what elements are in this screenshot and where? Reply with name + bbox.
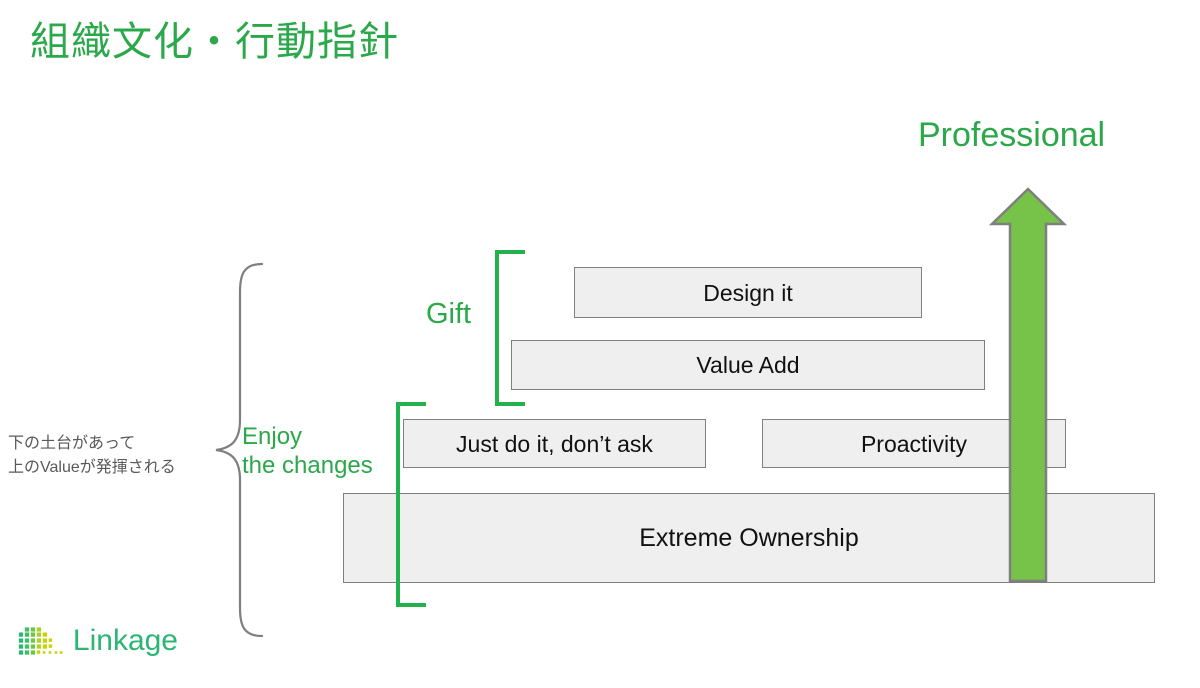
value-box-value-add: Value Add (511, 340, 985, 390)
value-box-design-it: Design it (574, 267, 922, 318)
group-label-enjoy-line-1: Enjoy (242, 423, 303, 450)
group-label-enjoy-the-changes: Enjoy the changes (242, 422, 373, 480)
bracket-gift (495, 250, 525, 406)
foundation-note-line-2: 上のValueが発揮される (8, 459, 176, 476)
value-box-label: Proactivity (860, 430, 968, 457)
value-box-just-do-it: Just do it, don’t ask (403, 419, 706, 468)
foundation-note: 下の土台があって 上のValueが発揮される (8, 432, 176, 480)
value-box-label: Extreme Ownership (639, 524, 859, 552)
group-label-enjoy-line-2: the changes (242, 452, 373, 479)
foundation-note-line-1: 下の土台があって (8, 435, 136, 452)
page-title: 組織文化・行動指針 (30, 20, 399, 64)
professional-label: Professional (918, 116, 1106, 154)
value-box-label: Just do it, don’t ask (456, 430, 653, 457)
bracket-enjoy-the-changes (396, 402, 426, 607)
logo: Linkage (18, 618, 178, 664)
value-box-label: Design it (703, 279, 793, 306)
curly-brace-icon (196, 260, 266, 640)
group-label-gift: Gift (426, 298, 472, 330)
value-box-label: Value Add (696, 352, 800, 378)
curly-brace-shape (215, 262, 264, 638)
up-arrow-shape (988, 187, 1068, 583)
linkage-dot-matrix-icon (18, 627, 63, 655)
up-arrow-icon (988, 186, 1068, 584)
logo-wordmark: Linkage (72, 624, 178, 657)
